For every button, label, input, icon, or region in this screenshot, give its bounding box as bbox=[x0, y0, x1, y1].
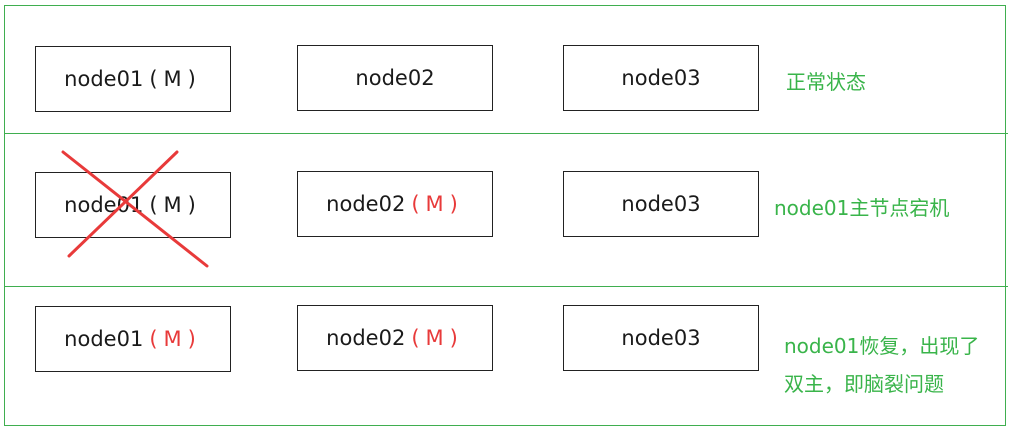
caption-line: 正常状态 bbox=[786, 70, 866, 94]
master-tag: (M) bbox=[149, 327, 202, 351]
master-tag: (M) bbox=[149, 193, 202, 217]
node-box-node01: node01 (M) bbox=[35, 46, 231, 112]
node-label: node03 bbox=[621, 326, 701, 350]
row-caption: node01恢复，出现了 双主，即脑裂问题 bbox=[784, 327, 979, 403]
master-tag: (M) bbox=[411, 326, 464, 350]
node-box-node03: node03 bbox=[563, 305, 759, 371]
node-box-node02: node02 (M) bbox=[297, 305, 493, 371]
node-label: node01 bbox=[64, 327, 144, 351]
node-label: node03 bbox=[621, 192, 701, 216]
caption-line: 双主，即脑裂问题 bbox=[784, 372, 944, 396]
node-box-node02: node02 bbox=[297, 45, 493, 111]
row-caption: node01主节点宕机 bbox=[774, 192, 949, 221]
node-box-node01: node01 (M) bbox=[35, 172, 231, 238]
caption-line: node01恢复，出现了 bbox=[784, 334, 980, 358]
master-tag: (M) bbox=[149, 67, 202, 91]
node-label: node02 bbox=[326, 326, 406, 350]
node-box-node03: node03 bbox=[563, 171, 759, 237]
master-tag: (M) bbox=[411, 192, 464, 216]
node-label: node01 bbox=[64, 67, 144, 91]
node-label: node01 bbox=[64, 193, 144, 217]
node-box-node01: node01 (M) bbox=[35, 306, 231, 372]
row-caption: 正常状态 bbox=[786, 66, 866, 95]
node-box-node03: node03 bbox=[563, 45, 759, 111]
node-label: node02 bbox=[326, 192, 406, 216]
caption-line: node01主节点宕机 bbox=[774, 196, 950, 220]
node-box-node02: node02 (M) bbox=[297, 171, 493, 237]
node-label: node03 bbox=[621, 66, 701, 90]
row-divider bbox=[4, 133, 1008, 134]
diagram-frame bbox=[4, 5, 1006, 426]
node-label: node02 bbox=[355, 66, 435, 90]
row-divider bbox=[4, 286, 1008, 287]
